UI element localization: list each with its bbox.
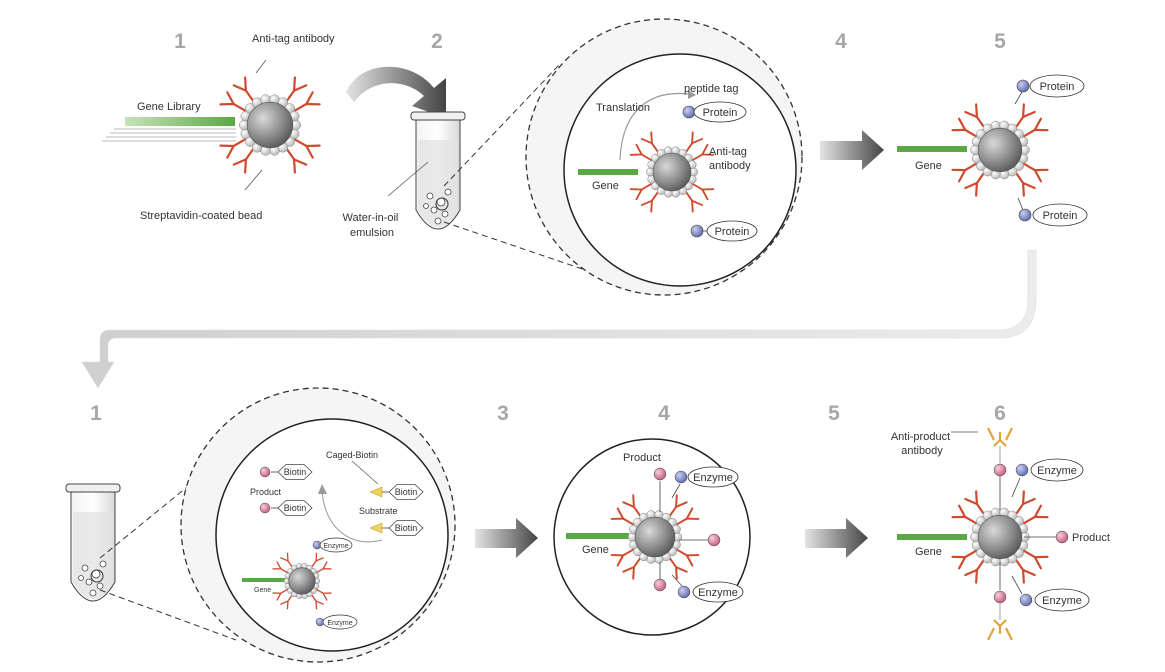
translation-label: Translation [596,102,650,114]
gene-label-step6: Gene [915,546,942,558]
top-step-4-number: 4 [835,30,847,53]
top-step-3: peptide tag Translation Protein Protein … [443,18,803,296]
protein-label-step5-lower: Protein [1043,210,1078,222]
streptavidin-bead [977,514,1023,560]
top-step-5: Protein Protein Gene [897,74,1088,227]
anti-tag-antibodies [629,131,715,213]
enzyme-label-step6-lower: Enzyme [1042,595,1082,607]
gene-label-droplet: Gene [592,180,619,192]
anti-product-antibody-bottom [987,619,1013,641]
gene-strand-step4 [566,533,629,539]
enzyme-label-step6-upper: Enzyme [1037,465,1077,477]
anti-tag-antibodies [951,490,1049,584]
enzyme-label-step4-lower: Enzyme [698,587,738,599]
gene-library-stack [102,128,236,142]
bottom-step-4: Product Enzyme Enzyme Gene [553,438,751,636]
streptavidin-bead [288,567,316,595]
bead-bottom-2 [272,552,332,610]
bottom-step-4-number: 4 [658,402,670,425]
return-arrow-icon [81,249,1037,389]
bottom-step-numbers: 1 2 3 4 5 6 [90,402,1006,425]
arrow-right-icon-3 [805,518,868,558]
gene-label-step5: Gene [915,160,942,172]
bottom-step-6-number: 6 [994,402,1006,425]
arrow-right-icon [820,130,884,170]
enzyme-label-droplet-upper: Enzyme [323,543,348,550]
gene-library-label: Gene Library [137,101,201,113]
top-step-1-number: 1 [174,30,186,53]
water-in-oil-emulsion-label: Water-in-oil emulsion [343,212,402,239]
anti-tag-antibodies [272,552,332,610]
top-step-2-number: 2 [431,30,443,53]
substrate-label: Substrate [359,506,398,516]
protein-label-upper: Protein [703,107,738,119]
streptavidin-bead-label: Streptavidin-coated bead [140,210,262,222]
bead-bottom-4 [610,494,700,580]
top-step-1: Anti-tag antibody Gene Library Streptavi… [102,33,335,222]
product-label-step4: Product [623,452,661,464]
bead-bottom-6 [951,490,1049,584]
biotin-label: Biotin [395,523,418,533]
gene-library-strand [125,117,235,126]
streptavidin-bead [977,127,1023,173]
bottom-step-6: Anti-product antibody Enzyme Enzyme Prod… [891,427,1110,641]
bead-top-3 [629,131,715,213]
bottom-step-1-number: 1 [90,402,102,425]
caged-biotin-label: Caged-Biotin [326,450,378,460]
anti-product-antibody-top [987,427,1013,447]
streptavidin-bead [652,152,692,192]
anti-tag-antibodies [610,494,700,580]
top-step-2: Water-in-oil emulsion [343,111,466,239]
biotin-label: Biotin [395,487,418,497]
emulsion-tube-bottom-icon [65,483,121,602]
peptide-tag-label: peptide tag [684,83,738,95]
anti-tag-antibody-label: Anti-tag antibody [252,33,335,45]
curved-arrow-icon [346,66,446,118]
streptavidin-bead [246,101,294,149]
arrow-right-icon-2 [475,518,538,558]
anti-tag-antibodies [219,76,321,174]
emulsion-tube-icon [410,111,466,230]
product-label-droplet: Product [250,487,282,497]
biotin-label: Biotin [284,467,307,477]
top-step-5-number: 5 [994,30,1006,53]
anti-tag-antibody-label-droplet: Anti-tag antibody [709,146,751,172]
protein-label-step5-upper: Protein [1040,81,1075,93]
enzyme-label-droplet-lower: Enzyme [327,620,352,627]
enzyme-label-step4-upper: Enzyme [693,472,733,484]
bead-top-1 [219,76,321,174]
biotin-label: Biotin [284,503,307,513]
streptavidin-bead [634,516,676,558]
bead-top-5 [951,103,1049,197]
gene-strand-bottom [242,578,286,582]
bottom-step-3-number: 3 [497,402,509,425]
gene-label-droplet-bottom: Gene [254,587,271,594]
product-label-step6: Product [1072,532,1110,544]
bottom-step-5-number: 5 [828,402,840,425]
gene-strand-step5 [897,146,967,152]
gene-strand-step6 [897,534,967,540]
anti-product-antibody-label: Anti-product antibody [891,431,953,457]
gene-label-step4: Gene [582,544,609,556]
gene-strand [578,169,638,175]
protein-label-lower: Protein [715,226,750,238]
